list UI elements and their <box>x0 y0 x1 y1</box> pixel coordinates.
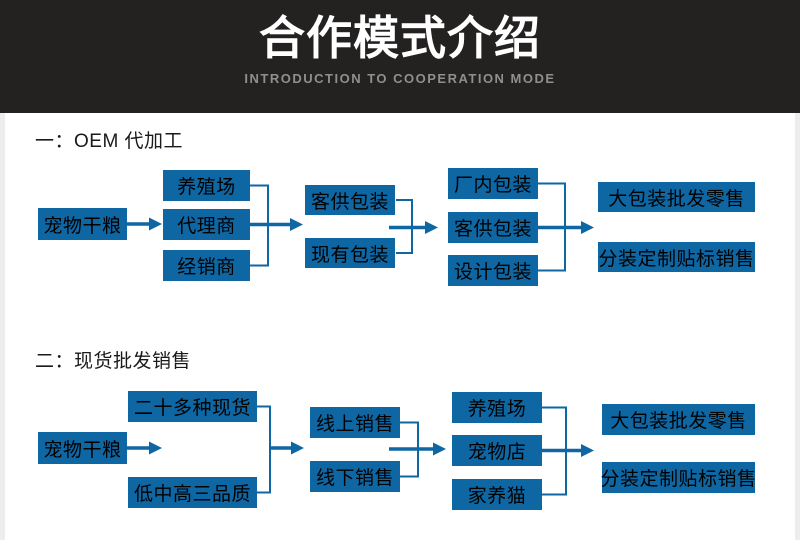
flow2-level4-bracket <box>542 406 567 496</box>
flow2-level3-arrow-icon <box>389 442 446 456</box>
flow2-level5-node-1: 分装定制贴标销售 <box>601 462 756 493</box>
section1-title: 一：OEM 代加工 <box>35 131 184 152</box>
page-title: 合作模式介绍 <box>259 12 541 64</box>
flow2-level5-node-0: 大包装批发零售 <box>602 404 755 435</box>
flow1-level4-bracket <box>538 182 566 272</box>
flow1-level2-arrow-icon <box>250 218 303 231</box>
flow1-level3-bracket <box>396 199 413 254</box>
flow2-source-arrow-icon <box>127 441 162 455</box>
flow2-source-node: 宠物干粮 <box>38 432 127 464</box>
flow2-level3-node-1: 线下销售 <box>310 461 400 492</box>
right-page-edge <box>795 113 800 540</box>
flow1-level3-arrow-icon <box>389 221 438 234</box>
flow2-level4-arrow-icon <box>542 444 594 457</box>
flow1-level3-node-0: 客供包装 <box>305 185 395 215</box>
flow2-level2-node-0: 二十多种现货 <box>128 391 257 422</box>
flow2-level3-bracket <box>400 421 419 478</box>
header-banner: 合作模式介绍 INTRODUCTION TO COOPERATION MODE <box>0 0 800 113</box>
flow1-level2-bracket <box>250 184 269 267</box>
flow1-level4-arrow-icon <box>538 221 594 234</box>
page-subtitle: INTRODUCTION TO COOPERATION MODE <box>244 70 556 86</box>
flow1-level2-node-0: 养殖场 <box>163 170 250 201</box>
section2-title: 二：现货批发销售 <box>35 351 192 372</box>
flow2-level2-bracket <box>257 405 271 494</box>
flow1-level3-node-1: 现有包装 <box>305 238 395 268</box>
flow2-level3-node-0: 线上销售 <box>310 407 400 438</box>
flow1-level5-node-0: 大包装批发零售 <box>598 182 755 212</box>
left-page-edge <box>0 113 5 540</box>
flow1-source-node: 宠物干粮 <box>38 208 127 240</box>
flow2-level4-node-1: 宠物店 <box>452 435 542 466</box>
flow2-level4-node-2: 家养猫 <box>452 479 542 510</box>
flow1-level4-node-0: 厂内包装 <box>448 168 538 199</box>
flow1-level5-node-1: 分装定制贴标销售 <box>598 242 755 272</box>
flow1-level4-node-2: 设计包装 <box>448 255 538 286</box>
flow2-level4-node-0: 养殖场 <box>452 392 542 423</box>
flow1-level2-node-1: 代理商 <box>163 209 250 240</box>
flow2-level2-arrow-icon <box>270 441 304 455</box>
flow2-level2-node-1: 低中高三品质 <box>128 477 257 508</box>
flow1-level2-node-2: 经销商 <box>163 250 250 281</box>
flow1-level4-node-1: 客供包装 <box>448 212 538 243</box>
flow1-source-arrow-icon <box>127 217 162 231</box>
